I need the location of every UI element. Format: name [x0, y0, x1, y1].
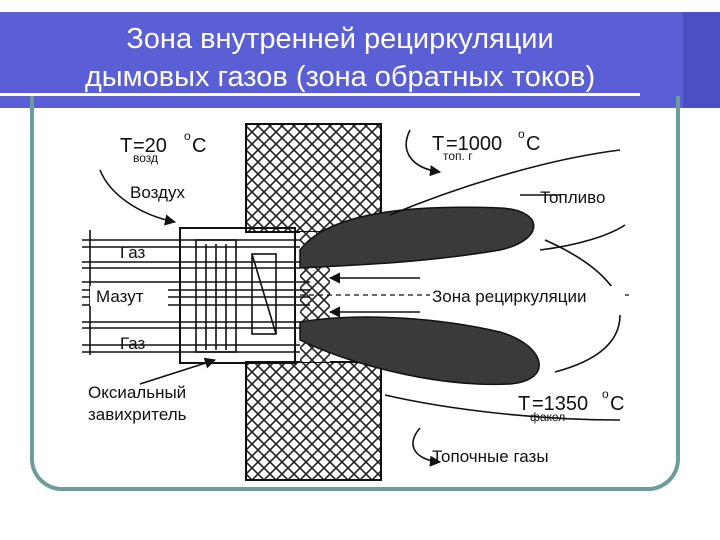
t-furnace-degree: o [518, 127, 525, 141]
t-air-subscript: возд [133, 151, 158, 165]
t-flame-unit: C [610, 393, 624, 415]
t-air-unit: C [192, 135, 206, 157]
swirler-label-line-2: завихритель [88, 405, 187, 424]
fuel-label: Топливо [540, 188, 605, 207]
t-flame-symbol: T [518, 393, 530, 415]
air-label: Воздух [130, 183, 185, 202]
mazut-label: Мазут [96, 287, 144, 306]
flue-gases-label: Топочные газы [432, 447, 549, 466]
t-furnace-unit: C [526, 133, 540, 155]
t-flame-degree: o [602, 387, 609, 401]
t-flame-subscript: факел [530, 410, 565, 424]
wall-upper [246, 124, 381, 232]
t-furnace-subscript: топ. г [443, 149, 473, 163]
t-air-degree: o [184, 129, 191, 143]
gas-bottom-label: Газ [120, 334, 146, 353]
t-air-symbol: T [120, 135, 132, 157]
recirculation-zone-label: Зона рециркуляции [432, 287, 587, 306]
wall-lower [246, 362, 381, 480]
swirler-label-line-1: Оксиальный [88, 383, 186, 402]
gas-top-label: Газ [120, 243, 146, 262]
